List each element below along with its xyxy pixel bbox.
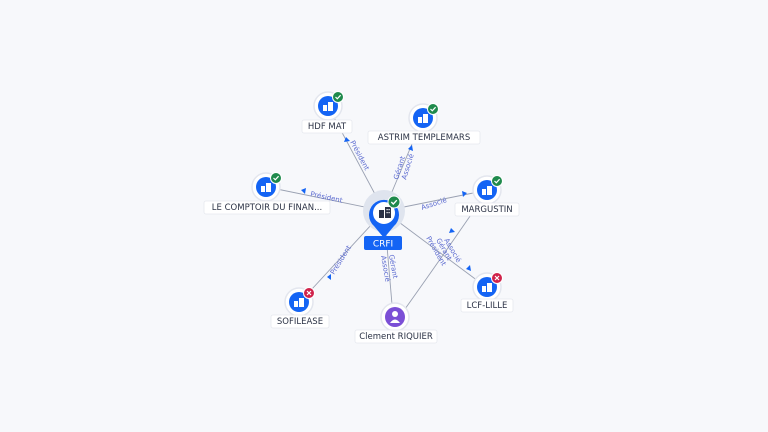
close-badge-icon bbox=[491, 272, 503, 284]
node-label: SOFILEASE bbox=[277, 317, 323, 327]
node-label-box bbox=[354, 329, 438, 344]
node-label: LE COMPTOIR DU FINAN... bbox=[212, 203, 322, 213]
check-badge-icon bbox=[427, 103, 439, 115]
node-margustin[interactable]: MARGUSTIN bbox=[454, 175, 520, 217]
node-label: ASTRIM TEMPLEMARS bbox=[378, 133, 470, 143]
arrow-comptoir bbox=[301, 188, 306, 194]
node-hdf[interactable]: HDF MAT bbox=[301, 91, 353, 134]
node-comptoir[interactable]: LE COMPTOIR DU FINAN... bbox=[203, 172, 331, 215]
node-label-box bbox=[367, 130, 481, 145]
node-sofilease[interactable]: SOFILEASE bbox=[270, 287, 330, 329]
node-label: LCF-LILLE bbox=[467, 301, 508, 311]
check-badge-icon bbox=[491, 175, 503, 187]
building-icon bbox=[379, 207, 391, 218]
building-icon bbox=[261, 183, 271, 192]
check-badge-icon bbox=[270, 172, 282, 184]
arrow-margustin bbox=[462, 191, 467, 197]
arrow-lcf bbox=[466, 265, 471, 271]
arrow-hdf bbox=[344, 137, 350, 142]
close-badge-icon bbox=[303, 287, 315, 299]
node-label: MARGUSTIN bbox=[461, 205, 512, 215]
node-label-box bbox=[270, 314, 330, 329]
node-label-box bbox=[203, 200, 331, 215]
check-badge-icon bbox=[387, 195, 401, 209]
node-label-box bbox=[301, 119, 353, 134]
node-astrim[interactable]: ASTRIM TEMPLEMARS bbox=[367, 103, 481, 145]
building-icon bbox=[482, 186, 492, 195]
node-label-box bbox=[454, 202, 520, 217]
building-icon bbox=[482, 283, 492, 292]
center-label: CRFI bbox=[373, 240, 393, 250]
center-label-box bbox=[364, 236, 402, 250]
building-icon bbox=[323, 102, 333, 111]
edge-label-hdf: Président bbox=[348, 139, 371, 172]
check-badge-icon bbox=[332, 91, 344, 103]
node-label: HDF MAT bbox=[308, 122, 347, 132]
arrow-sofilease bbox=[327, 274, 331, 280]
center-node[interactable]: CRFI bbox=[363, 190, 405, 250]
arrow-astrim bbox=[408, 145, 413, 151]
node-label: Clement RIQUIER bbox=[359, 332, 433, 342]
node-label-box bbox=[460, 298, 514, 313]
edge-label-margustin: Associé bbox=[420, 196, 448, 212]
nodes: HDF MAT ASTRIM TEMPLEMARS LE COMPTOIR DU F… bbox=[203, 91, 520, 344]
building-icon bbox=[294, 298, 304, 307]
node-clement[interactable]: Clement RIQUIER bbox=[354, 302, 438, 344]
building-icon bbox=[418, 114, 428, 123]
edge-label-sofilease: Président bbox=[329, 244, 353, 276]
person-icon bbox=[390, 311, 400, 323]
arrow-margustin-clement bbox=[449, 228, 455, 233]
edge-arrows bbox=[301, 137, 471, 280]
node-lcf[interactable]: LCF-LILLE bbox=[460, 272, 514, 313]
edge-lcf bbox=[383, 210, 487, 288]
